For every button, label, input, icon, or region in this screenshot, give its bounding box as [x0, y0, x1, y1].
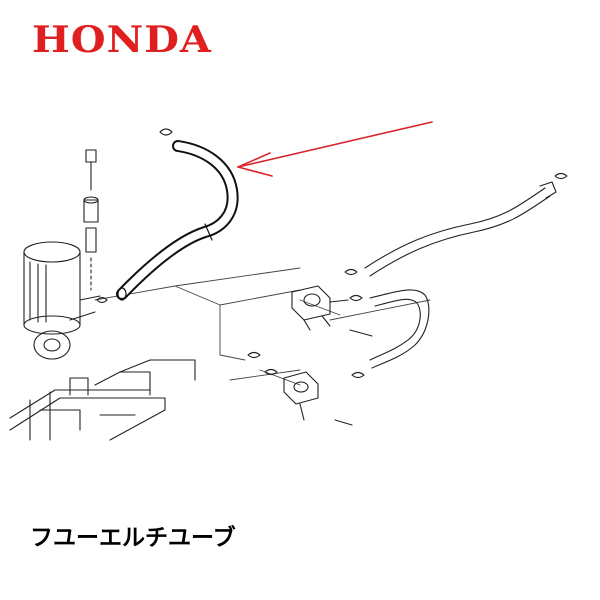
honda-logo: HONDA: [32, 18, 212, 62]
fuel-hose-long: [364, 181, 557, 277]
routing-lines: [94, 267, 431, 386]
fuel-tube-icon: [116, 140, 239, 301]
fuel-valve-lower: [283, 371, 353, 426]
callout-arrow-icon: [237, 121, 433, 177]
hose-clamps: [96, 128, 568, 379]
fuel-hose-short: [369, 289, 430, 369]
part-name-label: フユーエルチユーブ: [30, 525, 236, 551]
chassis-frame: [9, 359, 196, 441]
fuel-pump: [23, 241, 101, 360]
parts-diagram: [9, 121, 568, 441]
bolt-stack: [83, 149, 99, 291]
fuel-valve-upper: [291, 285, 373, 337]
